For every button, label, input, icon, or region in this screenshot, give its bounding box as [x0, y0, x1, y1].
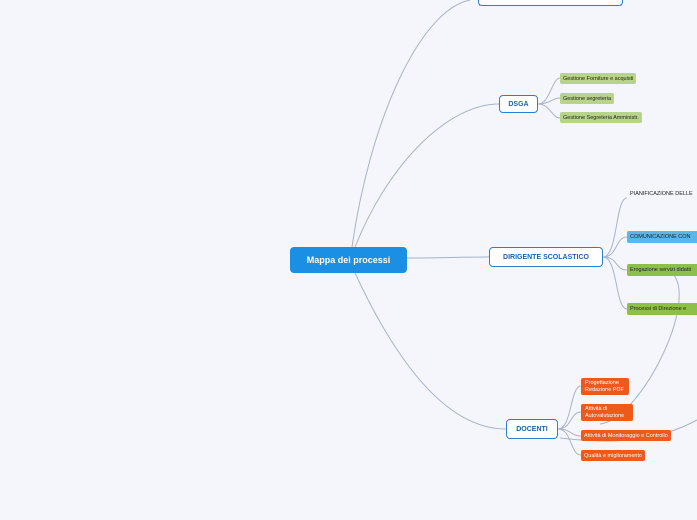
root-node[interactable]: Mappa dei processi	[290, 247, 407, 273]
dirigente-item-label: PIANIFICAZIONE DELLE	[630, 190, 693, 197]
docenti-item-progettazione[interactable]: Progettazione Redazione PDF	[581, 378, 629, 395]
docenti-item-label: Qualità e miglioramento	[584, 452, 643, 459]
link-dir-1	[602, 197, 628, 258]
dsga-item-label: Gestione Forniture e acquisti	[563, 75, 634, 82]
link-dir-3	[602, 256, 628, 271]
dsga-item-label: Gestione Segreteria Amministr.	[563, 114, 639, 121]
link-dsga-1	[537, 77, 561, 105]
docenti-item-label: Attività di Monitoraggio e Controllo	[584, 432, 668, 439]
dirigente-item-pianificazione[interactable]: PIANIFICAZIONE DELLE	[627, 188, 696, 199]
dsga-item-amministr[interactable]: Gestione Segreteria Amministr.	[560, 112, 642, 123]
link-dir-2	[602, 236, 628, 258]
link-root-top	[351, 0, 471, 248]
docenti-item-qualita[interactable]: Qualità e miglioramento	[581, 450, 646, 461]
dirigente-item-processi[interactable]: Processi di Direzione e	[627, 303, 697, 315]
link-dir-4	[602, 256, 628, 310]
docenti-label: DOCENTI	[516, 425, 548, 433]
dirigente-item-comunicazione[interactable]: COMUNICAZIONE CON	[627, 231, 697, 243]
docenti-item-line: Redazione PDF	[585, 386, 624, 393]
link-root-dsga	[354, 103, 500, 248]
docenti-item-line: Attività di	[585, 405, 608, 412]
dirigente-label: DIRIGENTE SCOLASTICO	[503, 253, 589, 261]
docenti-node[interactable]: DOCENTI	[506, 419, 558, 439]
link-doc-2	[557, 411, 582, 430]
docenti-item-line: Progettazione	[585, 379, 619, 386]
docenti-item-autovalutazione[interactable]: Attività di Autovalutazione	[581, 404, 633, 421]
dsga-item-segreteria[interactable]: Gestione segreteria	[560, 93, 614, 104]
link-root-dirigente	[406, 256, 490, 259]
dsga-label: DSGA	[508, 100, 529, 108]
docenti-item-line: Autovalutazione	[585, 412, 625, 419]
top-offscreen-node[interactable]	[478, 0, 623, 6]
dsga-item-label: Gestione segreteria	[563, 95, 611, 102]
dirigente-item-erogazione[interactable]: Erogazione servizi didatti	[627, 264, 697, 276]
dirigente-item-label: Processi di Direzione e	[630, 306, 687, 312]
docenti-item-monitoraggio[interactable]: Attività di Monitoraggio e Controllo	[581, 430, 671, 441]
link-cross-erogazione	[599, 272, 680, 425]
link-doc-1	[557, 385, 582, 430]
dirigente-item-label: Erogazione servizi didatti	[630, 267, 692, 273]
root-label: Mappa dei processi	[306, 255, 391, 265]
dirigente-node[interactable]: DIRIGENTE SCOLASTICO	[489, 247, 603, 267]
link-doc-4	[557, 428, 582, 456]
dirigente-item-label: COMUNICAZIONE CON	[630, 234, 691, 240]
link-dsga-3	[537, 103, 561, 119]
dsga-node[interactable]: DSGA	[499, 95, 538, 113]
dsga-item-forniture[interactable]: Gestione Forniture e acquisti	[560, 73, 637, 84]
link-root-docenti	[354, 272, 507, 430]
